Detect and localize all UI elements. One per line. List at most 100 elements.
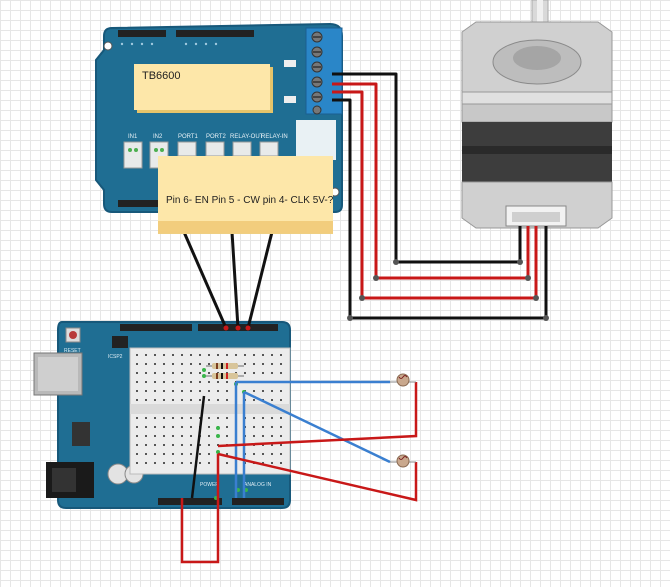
breadboard-hole <box>262 444 264 446</box>
breadboard-hole <box>262 363 264 365</box>
breadboard-hole <box>280 435 282 437</box>
breadboard-hole <box>199 390 201 392</box>
breadboard-hole <box>136 435 138 437</box>
shield-port-label: IN1 <box>128 134 138 140</box>
breadboard-hole <box>226 390 228 392</box>
breadboard-hole <box>253 372 255 374</box>
breadboard-hole <box>181 399 183 401</box>
breadboard-hole <box>226 381 228 383</box>
breadboard-hole <box>226 417 228 419</box>
breadboard-hole <box>172 444 174 446</box>
breadboard-hole <box>208 435 210 437</box>
breadboard-hole <box>253 426 255 428</box>
breadboard-hole <box>280 417 282 419</box>
breadboard-hole <box>163 372 165 374</box>
power-wire-red <box>217 452 418 502</box>
breadboard-hole <box>154 444 156 446</box>
breadboard-hole <box>199 453 201 455</box>
breadboard-hole <box>172 399 174 401</box>
breadboard-hole <box>181 390 183 392</box>
control-wire-clk <box>246 231 274 329</box>
breadboard-hole <box>145 363 147 365</box>
pins-note-label: Pin 6- EN Pin 5 - CW pin 4- CLK 5V-? <box>166 195 334 206</box>
breadboard-hole <box>145 372 147 374</box>
shield-port-label: RELAY-OUT <box>230 134 264 140</box>
breadboard-hole <box>199 372 201 374</box>
breadboard-hole <box>253 399 255 401</box>
breadboard-hole <box>163 462 165 464</box>
ground-wire-black <box>190 395 206 499</box>
breadboard-hole <box>271 390 273 392</box>
breadboard-hole <box>190 390 192 392</box>
resistor <box>206 373 244 379</box>
breadboard-hole <box>262 417 264 419</box>
breadboard-hole <box>172 372 174 374</box>
breadboard-hole <box>190 462 192 464</box>
breadboard-hole <box>262 426 264 428</box>
breadboard-hole <box>280 453 282 455</box>
resistor <box>206 363 244 369</box>
breadboard-hole <box>145 417 147 419</box>
breadboard-hole <box>271 453 273 455</box>
shield-port-label: PORT2 <box>206 134 227 140</box>
breadboard-hole <box>262 390 264 392</box>
icsp-label: ICSP2 <box>108 354 123 360</box>
breadboard-hole <box>208 372 210 374</box>
breadboard-hole <box>271 372 273 374</box>
breadboard-hole <box>190 444 192 446</box>
breadboard-hole <box>163 354 165 356</box>
breadboard-hole <box>136 381 138 383</box>
breadboard-hole <box>145 381 147 383</box>
breadboard-hole <box>262 462 264 464</box>
breadboard-hole <box>253 354 255 356</box>
pins-note-shadow <box>158 221 333 233</box>
control-wire-en <box>182 231 228 329</box>
breadboard-hole <box>136 453 138 455</box>
breadboard-hole <box>208 417 210 419</box>
breadboard-hole <box>154 363 156 365</box>
breadboard-hole <box>271 462 273 464</box>
breadboard-hole <box>145 390 147 392</box>
breadboard-hole <box>208 453 210 455</box>
breadboard-hole <box>226 426 228 428</box>
breadboard-hole <box>271 426 273 428</box>
breadboard-hole <box>190 399 192 401</box>
pins-note <box>158 156 333 232</box>
breadboard-hole <box>199 399 201 401</box>
breadboard-hole <box>208 381 210 383</box>
reset-label: RESET <box>64 348 81 354</box>
breadboard-hole <box>217 390 219 392</box>
breadboard-hole <box>136 399 138 401</box>
breadboard-hole <box>163 417 165 419</box>
breadboard-hole <box>163 444 165 446</box>
breadboard-hole <box>208 399 210 401</box>
breadboard-hole <box>145 399 147 401</box>
breadboard-hole <box>145 453 147 455</box>
breadboard-hole <box>199 354 201 356</box>
breadboard-hole <box>145 462 147 464</box>
breadboard-hole <box>253 435 255 437</box>
breadboard-hole <box>244 372 246 374</box>
breadboard-hole <box>181 426 183 428</box>
breadboard-hole <box>217 417 219 419</box>
breadboard-hole <box>154 462 156 464</box>
breadboard-hole <box>145 354 147 356</box>
breadboard-hole <box>136 426 138 428</box>
breadboard-hole <box>280 354 282 356</box>
breadboard-hole <box>208 354 210 356</box>
breadboard-hole <box>217 354 219 356</box>
shield-port-label: PORT1 <box>178 134 199 140</box>
breadboard-hole <box>136 444 138 446</box>
breadboard-hole <box>253 390 255 392</box>
breadboard-hole <box>172 417 174 419</box>
photoresistor <box>390 454 416 468</box>
breadboard-hole <box>154 453 156 455</box>
breadboard-hole <box>280 462 282 464</box>
breadboard-hole <box>145 444 147 446</box>
breadboard-hole <box>136 354 138 356</box>
breadboard-hole <box>163 363 165 365</box>
breadboard-hole <box>154 399 156 401</box>
breadboard-hole <box>190 417 192 419</box>
breadboard-hole <box>280 399 282 401</box>
breadboard-hole <box>154 354 156 356</box>
